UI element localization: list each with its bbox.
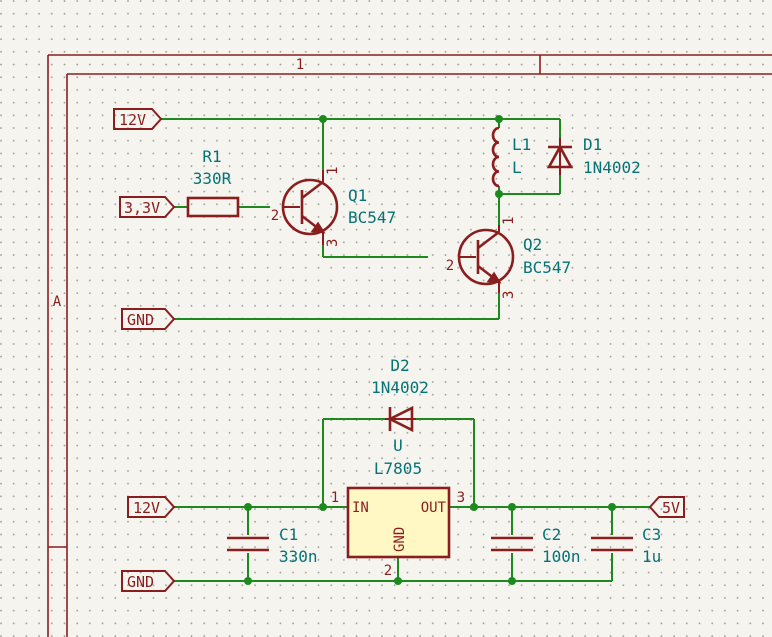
d1-ref: D1 bbox=[583, 135, 602, 154]
junctions-bottom bbox=[244, 503, 616, 585]
c2-ref: C2 bbox=[542, 525, 561, 544]
frame-row-label: A bbox=[53, 294, 62, 310]
capacitor-c3[interactable]: C3 1u bbox=[591, 525, 661, 566]
u-pin-out-name: OUT bbox=[421, 500, 447, 516]
q2-pin-collector: 1 bbox=[501, 217, 517, 225]
regulator-u[interactable]: U L7805 IN OUT GND 1 3 2 bbox=[331, 436, 465, 579]
capacitor-c1[interactable]: C1 330n bbox=[227, 525, 318, 566]
sheet-frame: 1 A bbox=[47, 54, 772, 637]
net-label-12v-bottom[interactable]: 12V bbox=[127, 496, 176, 518]
net-label-5v[interactable]: 5V bbox=[648, 496, 685, 518]
net-label-gnd-top[interactable]: GND bbox=[121, 308, 176, 330]
c1-ref: C1 bbox=[279, 525, 298, 544]
transistor-q1[interactable]: 2 1 3 Q1 BC547 bbox=[271, 167, 396, 247]
c2-value: 100n bbox=[542, 547, 581, 566]
frame-column-label: 1 bbox=[296, 57, 304, 73]
q1-pin-collector: 1 bbox=[325, 167, 341, 175]
u-pin-in-name: IN bbox=[352, 500, 369, 516]
u-pin-out-number: 3 bbox=[457, 490, 465, 506]
diode-d2[interactable]: D2 1N4002 bbox=[371, 356, 429, 433]
inductor-l1[interactable]: L1 L bbox=[491, 126, 531, 188]
capacitor-c2[interactable]: C2 100n bbox=[491, 525, 581, 566]
c3-value: 1u bbox=[642, 547, 661, 566]
q2-pin-base: 2 bbox=[446, 258, 454, 274]
regulator-body bbox=[346, 486, 451, 559]
u-pin-gnd-name: GND bbox=[392, 527, 408, 552]
q2-ref: Q2 bbox=[523, 235, 542, 254]
q1-pin-emitter: 3 bbox=[325, 239, 341, 247]
net-label-12v-top-text: 12V bbox=[119, 111, 146, 129]
net-label-3v3[interactable]: 3,3V bbox=[119, 196, 176, 218]
c1-value: 330n bbox=[279, 547, 318, 566]
u-value: L7805 bbox=[374, 459, 422, 478]
net-label-gnd-bottom[interactable]: GND bbox=[121, 570, 176, 592]
l1-ref: L1 bbox=[512, 135, 531, 154]
wires-top bbox=[160, 118, 561, 320]
transistor-q2[interactable]: 2 1 3 Q2 BC547 bbox=[446, 217, 571, 299]
net-label-gnd-bottom-text: GND bbox=[127, 573, 154, 591]
q1-ref: Q1 bbox=[348, 186, 367, 205]
net-label-3v3-text: 3,3V bbox=[124, 199, 160, 217]
c3-ref: C3 bbox=[642, 525, 661, 544]
q1-value: BC547 bbox=[348, 208, 396, 227]
u-ref: U bbox=[393, 436, 403, 455]
junctions-top bbox=[319, 115, 503, 198]
u-pin-in-number: 1 bbox=[331, 490, 339, 506]
d1-value: 1N4002 bbox=[583, 158, 641, 177]
d2-ref: D2 bbox=[390, 356, 409, 375]
q2-value: BC547 bbox=[523, 258, 571, 277]
r1-ref: R1 bbox=[202, 147, 221, 166]
resistor-r1[interactable]: R1 330R bbox=[186, 147, 240, 218]
d2-value: 1N4002 bbox=[371, 378, 429, 397]
net-label-12v-bottom-text: 12V bbox=[133, 499, 160, 517]
q1-pin-base: 2 bbox=[271, 208, 279, 224]
r1-value: 330R bbox=[193, 169, 232, 188]
q2-pin-emitter: 3 bbox=[501, 291, 517, 299]
diode-d1[interactable]: D1 1N4002 bbox=[546, 135, 641, 177]
net-label-gnd-top-text: GND bbox=[127, 311, 154, 329]
net-label-5v-text: 5V bbox=[662, 499, 680, 517]
l1-value: L bbox=[512, 158, 522, 177]
net-label-12v-top[interactable]: 12V bbox=[113, 108, 163, 130]
u-pin-gnd-number: 2 bbox=[384, 563, 392, 579]
